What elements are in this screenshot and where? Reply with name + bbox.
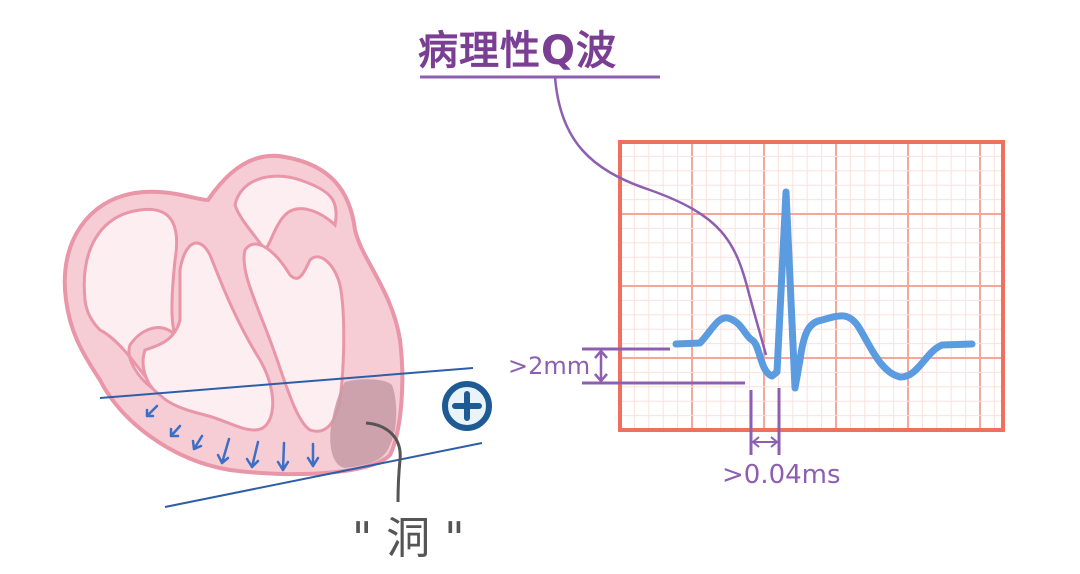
depolarization-arrow-icon [191, 434, 204, 451]
left-ventricle [141, 241, 275, 432]
positive-electrode-icon [442, 381, 492, 431]
depolarization-arrow-icon [145, 404, 159, 418]
infarct-zone [330, 379, 397, 468]
diagram-title: 病理性Q波 [418, 28, 618, 74]
heart-illustration [62, 153, 405, 477]
left-chamber [82, 207, 179, 392]
depolarization-arrow-icon [276, 441, 290, 472]
depolarization-arrow-icon [169, 424, 182, 438]
depth-arrow [594, 349, 608, 383]
q-width-label: >0.04ms [722, 460, 841, 490]
hole-pointer-line [365, 421, 402, 503]
ecg-frame [618, 140, 1005, 432]
lead-line-lower [164, 442, 483, 508]
depolarization-arrow-icon [306, 442, 320, 468]
title-pointer-line [553, 76, 768, 356]
ecg-trace [672, 188, 976, 392]
depolarization-arrow-icon [216, 437, 231, 465]
width-arrow [751, 436, 779, 448]
depolarization-arrow-icon [245, 440, 260, 469]
lead-line-upper [99, 367, 474, 399]
hole-label: " 洞 " [352, 513, 465, 564]
depolarization-arrows [145, 404, 320, 472]
right-ventricle [242, 242, 346, 433]
ecg-grid [619, 141, 1003, 431]
q-depth-label: >2mm [508, 352, 591, 380]
